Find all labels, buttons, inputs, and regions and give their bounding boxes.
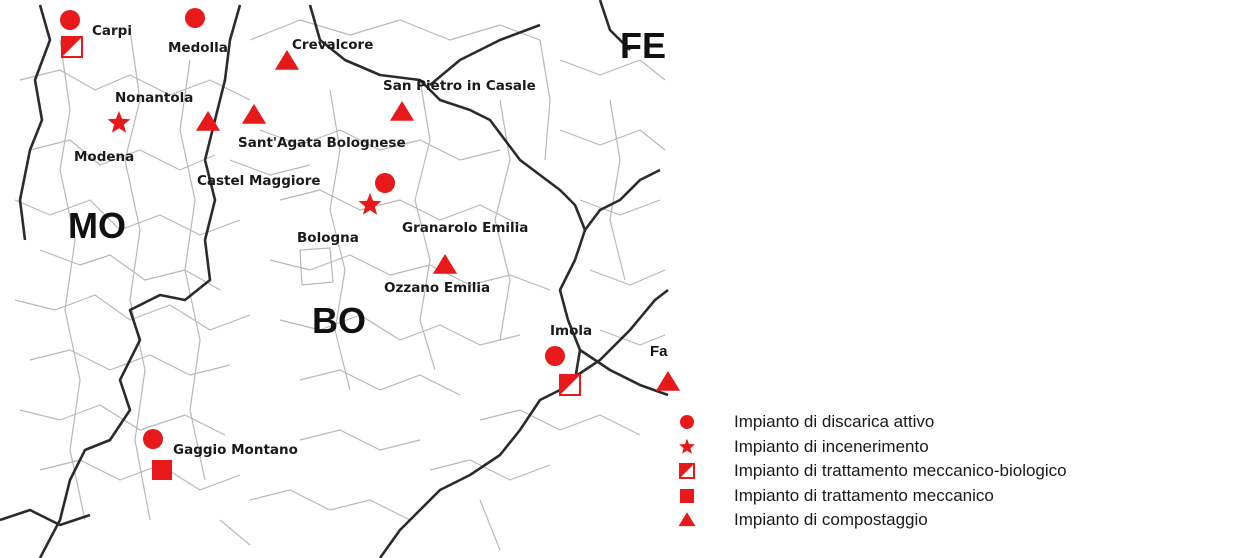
legend-symbol-composting — [678, 512, 696, 527]
facility-symbols — [60, 8, 681, 480]
facility-composting-ravenna-edge — [655, 371, 681, 391]
legend-item-incinerator: Impianto di incenerimento — [668, 435, 1243, 460]
facility-landfill-castel-maggiore — [375, 173, 395, 193]
legend-label: Impianto di discarica attivo — [734, 412, 935, 432]
provincial-borders — [0, 0, 669, 558]
legend-item-mbt: Impianto di trattamento meccanico-biolog… — [668, 459, 1243, 484]
province-label-ra: Fa — [650, 343, 668, 360]
facility-composting-ozzano-emilia — [432, 254, 458, 274]
place-label-san-pietro-in-casale: San Pietro in Casale — [383, 78, 536, 94]
legend-item-mechanical: Impianto di trattamento meccanico — [668, 484, 1243, 509]
place-label-nonantola: Nonantola — [115, 90, 193, 106]
facility-composting-crevalcore — [274, 50, 300, 70]
place-label-crevalcore: Crevalcore — [292, 37, 373, 53]
place-label-granarolo-emilia: Granarolo Emilia — [402, 220, 528, 236]
place-label-gaggio-montano: Gaggio Montano — [173, 442, 298, 458]
place-label-castel-maggiore: Castel Maggiore — [197, 173, 321, 189]
province-labels: MO BO FE Fa — [68, 25, 668, 360]
legend-symbol-mbt — [679, 463, 695, 480]
province-label-bo: BO — [312, 300, 366, 341]
facility-composting-nonantola — [195, 111, 221, 131]
place-label-sant-agata-bolognese: Sant'Agata Bolognese — [238, 135, 406, 151]
facility-landfill-imola — [545, 346, 565, 366]
legend-item-composting: Impianto di compostaggio — [668, 508, 1243, 533]
place-label-bologna: Bologna — [297, 230, 359, 246]
facility-composting-san-pietro-in-casale — [389, 101, 415, 121]
municipal-borders — [14, 19, 666, 551]
legend-label: Impianto di trattamento meccanico — [734, 485, 994, 505]
legend-symbol-incinerator — [679, 438, 695, 454]
circle-icon — [668, 411, 706, 433]
facility-composting-sant-agata-bolognese — [241, 104, 267, 124]
province-label-mo: MO — [68, 205, 126, 246]
place-label-ozzano-emilia: Ozzano Emilia — [384, 280, 490, 296]
place-label-carpi: Carpi — [92, 23, 132, 39]
facility-mechanical-gaggio-montano — [152, 460, 172, 480]
legend-symbol-landfill — [680, 415, 694, 430]
facility-landfill-carpi — [60, 10, 80, 30]
province-label-fe: FE — [620, 25, 666, 66]
facility-mbt-carpi — [61, 36, 83, 58]
star-icon — [668, 436, 706, 458]
half-square-icon — [668, 460, 706, 482]
legend-item-landfill: Impianto di discarica attivo — [668, 410, 1243, 435]
legend-label: Impianto di incenerimento — [734, 436, 929, 456]
facility-landfill-medolla — [185, 8, 205, 28]
legend-label: Impianto di trattamento meccanico-biolog… — [734, 461, 1067, 481]
triangle-icon — [668, 509, 706, 531]
facility-incinerator-bologna — [358, 193, 382, 215]
legend-label: Impianto di compostaggio — [734, 510, 928, 530]
place-label-modena: Modena — [74, 149, 134, 165]
facility-landfill-gaggio-montano — [143, 429, 163, 449]
legend-symbol-mechanical — [680, 488, 694, 503]
facility-incinerator-modena — [107, 111, 131, 133]
facility-mbt-imola — [559, 374, 581, 396]
place-label-imola: Imola — [550, 323, 592, 339]
square-icon — [668, 485, 706, 507]
place-label-medolla: Medolla — [168, 40, 228, 56]
